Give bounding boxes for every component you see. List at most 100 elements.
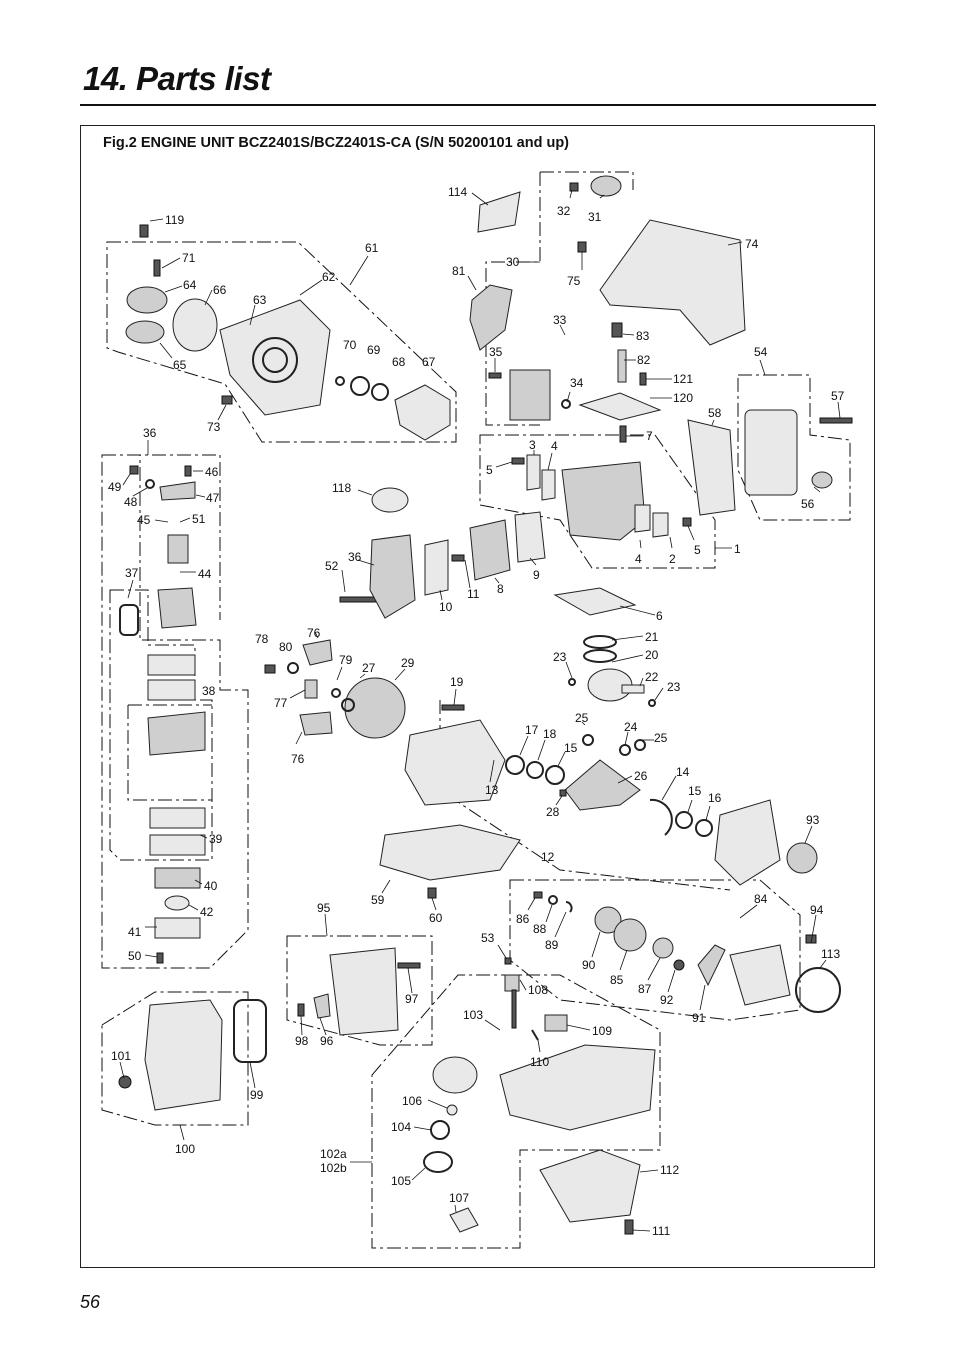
part-39a [149, 807, 206, 829]
label-114: 114 [448, 185, 467, 199]
group-outline-1 [479, 434, 716, 569]
part-64 [126, 286, 168, 314]
label-4b: 4 [635, 552, 642, 566]
part-91 [697, 944, 726, 987]
part-110 [531, 1029, 539, 1041]
label-3: 3 [529, 438, 536, 452]
part-35-bolt [488, 372, 502, 379]
part-3 [526, 454, 541, 491]
label-62: 62 [322, 270, 336, 284]
part-17 [505, 755, 525, 775]
label-47: 47 [206, 491, 220, 505]
part-88 [548, 895, 558, 905]
part-10 [424, 539, 449, 596]
part-22-pin [621, 684, 645, 694]
part-76b [299, 711, 333, 736]
label-94: 94 [810, 903, 824, 917]
part-106 [446, 1104, 458, 1116]
label-50: 50 [128, 949, 142, 963]
label-11: 11 [467, 587, 480, 601]
label-92: 92 [660, 993, 674, 1007]
part-38a [147, 654, 196, 676]
part-11 [451, 554, 465, 562]
label-60: 60 [429, 911, 443, 925]
label-20: 20 [645, 648, 659, 662]
part-101 [118, 1075, 132, 1089]
part-111 [624, 1219, 634, 1235]
part-112-guard [539, 1149, 641, 1223]
label-10: 10 [439, 600, 453, 614]
label-68: 68 [392, 355, 406, 369]
label-25b: 25 [654, 731, 668, 745]
group-outline-54 [737, 374, 851, 521]
label-36a: 36 [143, 426, 157, 440]
part-38b [147, 679, 196, 701]
part-86 [533, 891, 543, 899]
label-51: 51 [192, 512, 206, 526]
label-49: 49 [108, 480, 122, 494]
part-104 [430, 1120, 450, 1140]
figure-caption: Fig.2 ENGINE UNIT BCZ2401S/BCZ2401S-CA (… [103, 135, 570, 151]
label-118: 118 [332, 481, 351, 495]
figure-frame [80, 125, 875, 1268]
label-77: 77 [274, 696, 288, 710]
label-81: 81 [452, 264, 466, 278]
part-85 [613, 918, 647, 952]
label-111: 111 [652, 1224, 671, 1238]
part-118 [371, 487, 409, 513]
label-64: 64 [183, 278, 197, 292]
label-31: 31 [588, 210, 602, 224]
label-97: 97 [405, 992, 419, 1006]
part-31-cap [590, 175, 622, 197]
label-88: 88 [533, 922, 547, 936]
label-103: 103 [463, 1008, 483, 1022]
label-76a: 76 [307, 626, 321, 640]
label-95: 95 [317, 901, 331, 915]
part-90 [594, 906, 622, 934]
label-69: 69 [367, 343, 381, 357]
part-65 [125, 320, 165, 344]
label-78: 78 [255, 632, 269, 646]
group-outline-38-side [127, 705, 212, 801]
part-14 [649, 798, 673, 836]
label-67: 67 [422, 355, 436, 369]
group-outline-95 [286, 935, 433, 1046]
label-18: 18 [543, 727, 557, 741]
label-65: 65 [173, 358, 187, 372]
label-22: 22 [645, 670, 659, 684]
label-59: 59 [371, 893, 385, 907]
part-4 [541, 469, 556, 501]
part-95-case [329, 947, 399, 1036]
part-53 [504, 957, 512, 965]
part-33-ignition [509, 369, 551, 421]
part-77-spring [304, 679, 318, 699]
part-19-bolt [441, 704, 465, 711]
label-42: 42 [200, 905, 214, 919]
part-113 [795, 967, 841, 1013]
label-71: 71 [182, 251, 196, 265]
label-27: 27 [362, 661, 376, 675]
part-tank [499, 1044, 656, 1131]
label-109: 109 [592, 1024, 612, 1038]
part-25b [634, 739, 646, 751]
part-5-bolt [511, 457, 525, 465]
part-108-tube [511, 989, 517, 1029]
label-16: 16 [708, 791, 722, 805]
part-93 [786, 842, 818, 874]
label-38: 38 [202, 684, 216, 698]
part-32 [569, 182, 579, 192]
label-102a: 102a [320, 1147, 347, 1161]
part-107 [449, 1207, 479, 1233]
part-109 [544, 1014, 568, 1032]
label-33: 33 [553, 313, 567, 327]
label-14: 14 [676, 765, 690, 779]
part-16 [695, 819, 713, 837]
part-5b [682, 517, 692, 527]
label-80: 80 [279, 640, 293, 654]
label-104: 104 [391, 1120, 411, 1134]
label-29: 29 [401, 656, 415, 670]
label-1: 1 [734, 542, 741, 556]
part-73-bolt [221, 395, 233, 405]
label-44: 44 [198, 567, 212, 581]
part-2 [652, 512, 669, 538]
